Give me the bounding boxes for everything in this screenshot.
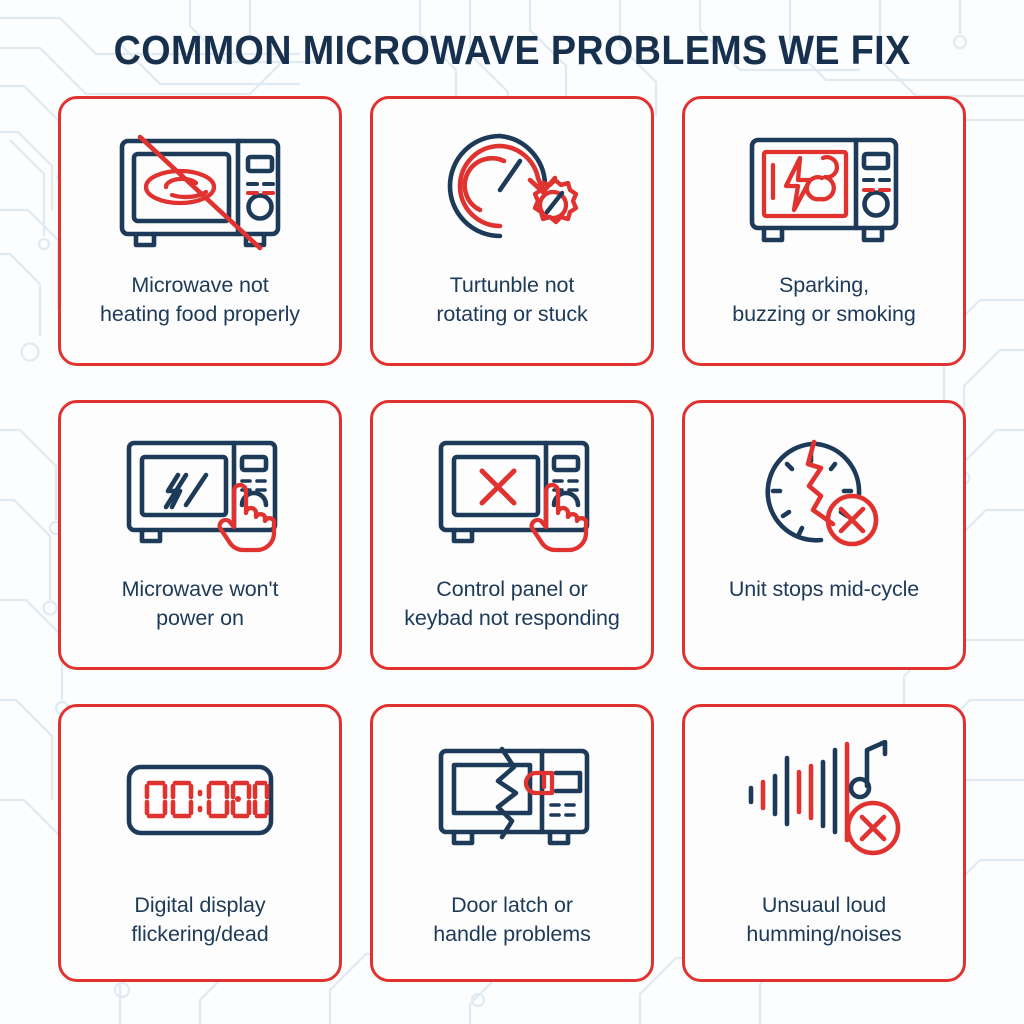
microwave-keypad-x-hand-icon — [432, 421, 592, 571]
problem-card-label: Microwave not heating food properly — [100, 273, 300, 326]
problem-card-door-latch[interactable]: Door latch or handle problems — [370, 704, 654, 982]
sound-wave-mute-icon — [745, 725, 903, 875]
digital-display-icon — [125, 725, 275, 875]
problem-card-stops-mid-cycle[interactable]: Unit stops mid-cycle — [682, 400, 966, 670]
microwave-no-power-hand-icon — [120, 421, 280, 571]
problems-grid: Microwave not heating food properly — [58, 96, 966, 982]
problem-card-label: Unsuaul loud humming/noises — [746, 893, 902, 946]
problem-card-sparking[interactable]: Sparking, buzzing or smoking — [682, 96, 966, 366]
problem-card-label: Control panel or keybad not responding — [404, 577, 620, 630]
microwave-no-heat-icon — [112, 117, 288, 267]
problem-card-label: Digital display flickering/dead — [131, 893, 269, 946]
problem-card-display-dead[interactable]: Digital display flickering/dead — [58, 704, 342, 982]
problem-card-control-panel[interactable]: Control panel or keybad not responding — [370, 400, 654, 670]
rotation-gear-icon — [442, 117, 582, 267]
problem-card-not-heating[interactable]: Microwave not heating food properly — [58, 96, 342, 366]
problem-card-loud-noises[interactable]: Unsuaul loud humming/noises — [682, 704, 966, 982]
problem-card-turntable-stuck[interactable]: Turtunble not rotating or stuck — [370, 96, 654, 366]
microwave-spark-smoke-icon — [744, 117, 904, 267]
problem-card-wont-power-on[interactable]: Microwave won't power on — [58, 400, 342, 670]
page-title: COMMON MICROWAVE PROBLEMS WE FIX — [113, 27, 911, 73]
problem-card-label: Turtunble not rotating or stuck — [436, 273, 588, 326]
problem-card-label: Door latch or handle problems — [433, 893, 591, 946]
microwave-cracked-door-icon — [432, 725, 592, 875]
problem-card-label: Sparking, buzzing or smoking — [732, 273, 916, 326]
problem-card-label: Unit stops mid-cycle — [728, 577, 920, 601]
broken-clock-x-icon — [759, 421, 889, 571]
problem-card-label: Microwave won't power on — [121, 577, 279, 630]
